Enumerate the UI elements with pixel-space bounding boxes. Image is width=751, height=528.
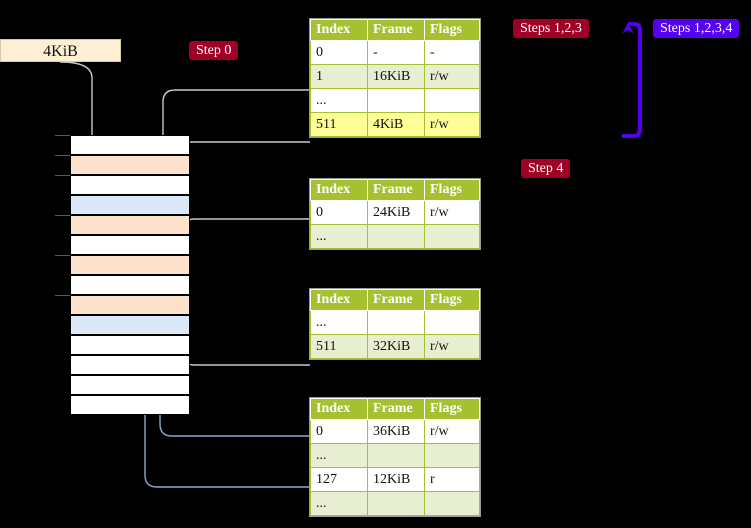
wire-steps-bracket [622, 22, 642, 138]
memory-frame-4 [70, 215, 190, 235]
memory-frame-1 [70, 155, 190, 175]
cell-frame [367, 443, 425, 468]
table-row: 0-- [310, 40, 480, 65]
memory-tick-3 [55, 215, 70, 216]
column-header-index: Index [310, 179, 368, 201]
cell-flags: r/w [424, 64, 480, 89]
size-label-4kib: 4KiB [0, 39, 121, 62]
cell-frame: 4KiB [367, 112, 425, 137]
badge-step-4: Step 4 [521, 159, 571, 178]
cell-flags: r/w [424, 200, 480, 225]
cell-index: 0 [310, 200, 368, 225]
cell-frame [367, 491, 425, 516]
memory-frame-2 [70, 175, 190, 195]
memory-frame-12 [70, 375, 190, 395]
cell-flags [424, 443, 480, 468]
memory-frame-11 [70, 355, 190, 375]
column-header-flags: Flags [424, 398, 480, 420]
cell-flags [424, 310, 480, 335]
memory-frame-10 [70, 335, 190, 355]
cell-frame: 36KiB [367, 419, 425, 444]
cell-frame [367, 310, 425, 335]
memory-tick-5 [55, 295, 70, 296]
column-header-index: Index [310, 289, 368, 311]
cell-index: ... [310, 443, 368, 468]
cell-index: ... [310, 310, 368, 335]
wire-pd-32kib-to-memory [175, 318, 310, 366]
table-row: ... [310, 443, 480, 468]
memory-tick-2 [55, 175, 70, 176]
memory-frame-6 [70, 255, 190, 275]
cell-frame: 16KiB [367, 64, 425, 89]
column-header-index: Index [310, 19, 368, 41]
physical-memory-column [55, 135, 190, 415]
table-row: ... [310, 310, 480, 335]
table-row: ... [310, 491, 480, 516]
cell-frame [367, 224, 425, 249]
cell-frame [367, 88, 425, 113]
cell-index: 0 [310, 419, 368, 444]
cell-flags [424, 491, 480, 516]
table-row: ... [310, 224, 480, 249]
cell-index: ... [310, 224, 368, 249]
memory-frame-0 [70, 135, 190, 155]
cell-flags: r/w [424, 419, 480, 444]
cell-index: ... [310, 88, 368, 113]
cell-frame: 12KiB [367, 467, 425, 492]
memory-tick-1 [55, 155, 70, 156]
cell-flags: r/w [424, 334, 480, 359]
wire-pml4-4kib-to-memory [175, 141, 310, 156]
cell-flags: r [424, 467, 480, 492]
memory-tick-0 [55, 135, 70, 136]
wire-pdpt-24kib-to-memory [180, 218, 310, 261]
cell-frame: - [367, 40, 425, 65]
cell-flags [424, 224, 480, 249]
memory-frame-9 [70, 315, 190, 335]
column-header-frame: Frame [367, 19, 425, 41]
cell-flags: - [424, 40, 480, 65]
column-header-frame: Frame [367, 289, 425, 311]
cell-index: 511 [310, 112, 368, 137]
cell-frame: 32KiB [367, 334, 425, 359]
column-header-frame: Frame [367, 179, 425, 201]
badge-steps-1234: Steps 1,2,3,4 [653, 19, 740, 38]
badge-step-0: Step 0 [189, 41, 239, 60]
column-header-frame: Frame [367, 398, 425, 420]
column-header-flags: Flags [424, 289, 480, 311]
memory-frame-8 [70, 295, 190, 315]
table-row: ... [310, 88, 480, 113]
memory-tick-4 [55, 255, 70, 256]
memory-frame-7 [70, 275, 190, 295]
cell-index: 1 [310, 64, 368, 89]
memory-frame-5 [70, 235, 190, 255]
badge-steps-123: Steps 1,2,3 [513, 19, 589, 38]
cell-index: 511 [310, 334, 368, 359]
column-header-index: Index [310, 398, 368, 420]
column-header-flags: Flags [424, 179, 480, 201]
cell-frame: 24KiB [367, 200, 425, 225]
memory-frame-13 [70, 395, 190, 415]
cell-flags [424, 88, 480, 113]
cell-flags: r/w [424, 112, 480, 137]
cell-index: 127 [310, 467, 368, 492]
cell-index: 0 [310, 40, 368, 65]
memory-frame-3 [70, 195, 190, 215]
column-header-flags: Flags [424, 19, 480, 41]
cell-index: ... [310, 491, 368, 516]
